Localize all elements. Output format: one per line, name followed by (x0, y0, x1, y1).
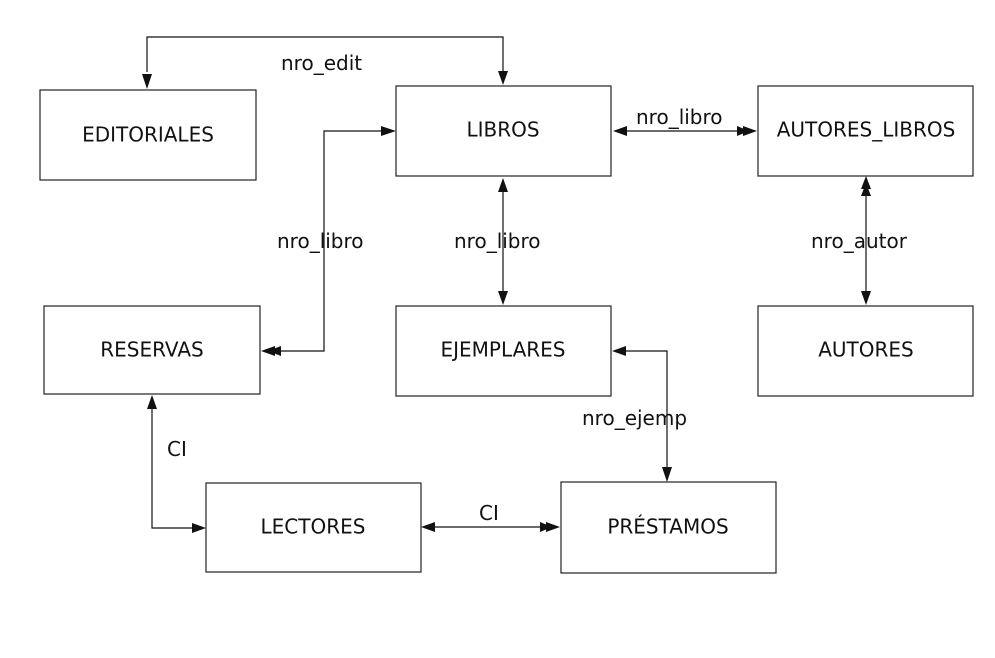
edge-editoriales-libros (146, 36, 504, 81)
arrowhead-prestamos-top (662, 467, 672, 482)
arrowhead-autores-libros-bottom-2 (861, 183, 871, 196)
relation-label-ci-prestamos: CI (479, 501, 499, 525)
arrowhead-autores-top (861, 291, 871, 305)
edge-ejemplares-prestamos (622, 350, 668, 474)
edge-libros-reservas (270, 130, 386, 352)
arrowhead-libros-top (498, 71, 508, 85)
arrowhead-libros-bottom (498, 178, 508, 192)
entity-label: EDITORIALES (82, 123, 214, 147)
arrowhead-autores-libros-left-1 (743, 126, 757, 136)
entity-autores: AUTORES (757, 305, 974, 397)
relation-label-nro-libro-ejemplares: nro_libro (454, 229, 541, 253)
entity-label: RESERVAS (100, 338, 203, 362)
arrowhead-libros-left (381, 126, 396, 136)
relation-label-nro-ejemp: nro_ejemp (582, 406, 687, 430)
entity-reservas: RESERVAS (43, 305, 261, 395)
arrowhead-editoriales (142, 74, 152, 89)
entity-label: AUTORES (818, 338, 914, 362)
arrowhead-libros-right (613, 126, 627, 136)
arrowhead-lectores-right (421, 522, 435, 532)
arrowhead-lectores-left (192, 523, 206, 533)
entity-autores-libros: AUTORES_LIBROS (757, 85, 974, 177)
arrowhead-prestamos-left-1 (546, 522, 560, 532)
entity-label: LECTORES (261, 515, 366, 539)
relation-label-nro-edit: nro_edit (281, 51, 362, 75)
arrowhead-reservas-right-2 (268, 346, 281, 356)
arrowhead-autores-libros-bottom-1 (861, 176, 871, 189)
entity-label: EJEMPLARES (441, 338, 566, 362)
relation-label-ci-reservas: CI (167, 437, 187, 461)
entity-editoriales: EDITORIALES (39, 89, 257, 181)
arrowhead-prestamos-left-2 (540, 522, 552, 532)
entity-label: AUTORES_LIBROS (777, 118, 956, 142)
entity-label: LIBROS (466, 118, 539, 142)
entity-lectores: LECTORES (205, 482, 422, 573)
arrowhead-reservas-bottom (147, 395, 157, 409)
entity-prestamos: PRÉSTAMOS (560, 481, 777, 574)
entity-libros: LIBROS (395, 85, 612, 177)
edge-reservas-lectores (151, 403, 196, 529)
entity-label: PRÉSTAMOS (607, 515, 728, 539)
arrowhead-autores-libros-left-2 (737, 126, 749, 136)
entity-ejemplares: EJEMPLARES (395, 305, 612, 397)
relation-label-nro-libro-reservas: nro_libro (277, 229, 364, 253)
relation-label-nro-autor: nro_autor (811, 229, 908, 253)
arrowhead-ejemplares-top (498, 291, 508, 305)
arrowhead-ejemplares-right (612, 346, 626, 356)
relation-label-nro-libro-autores-libros: nro_libro (636, 105, 723, 129)
